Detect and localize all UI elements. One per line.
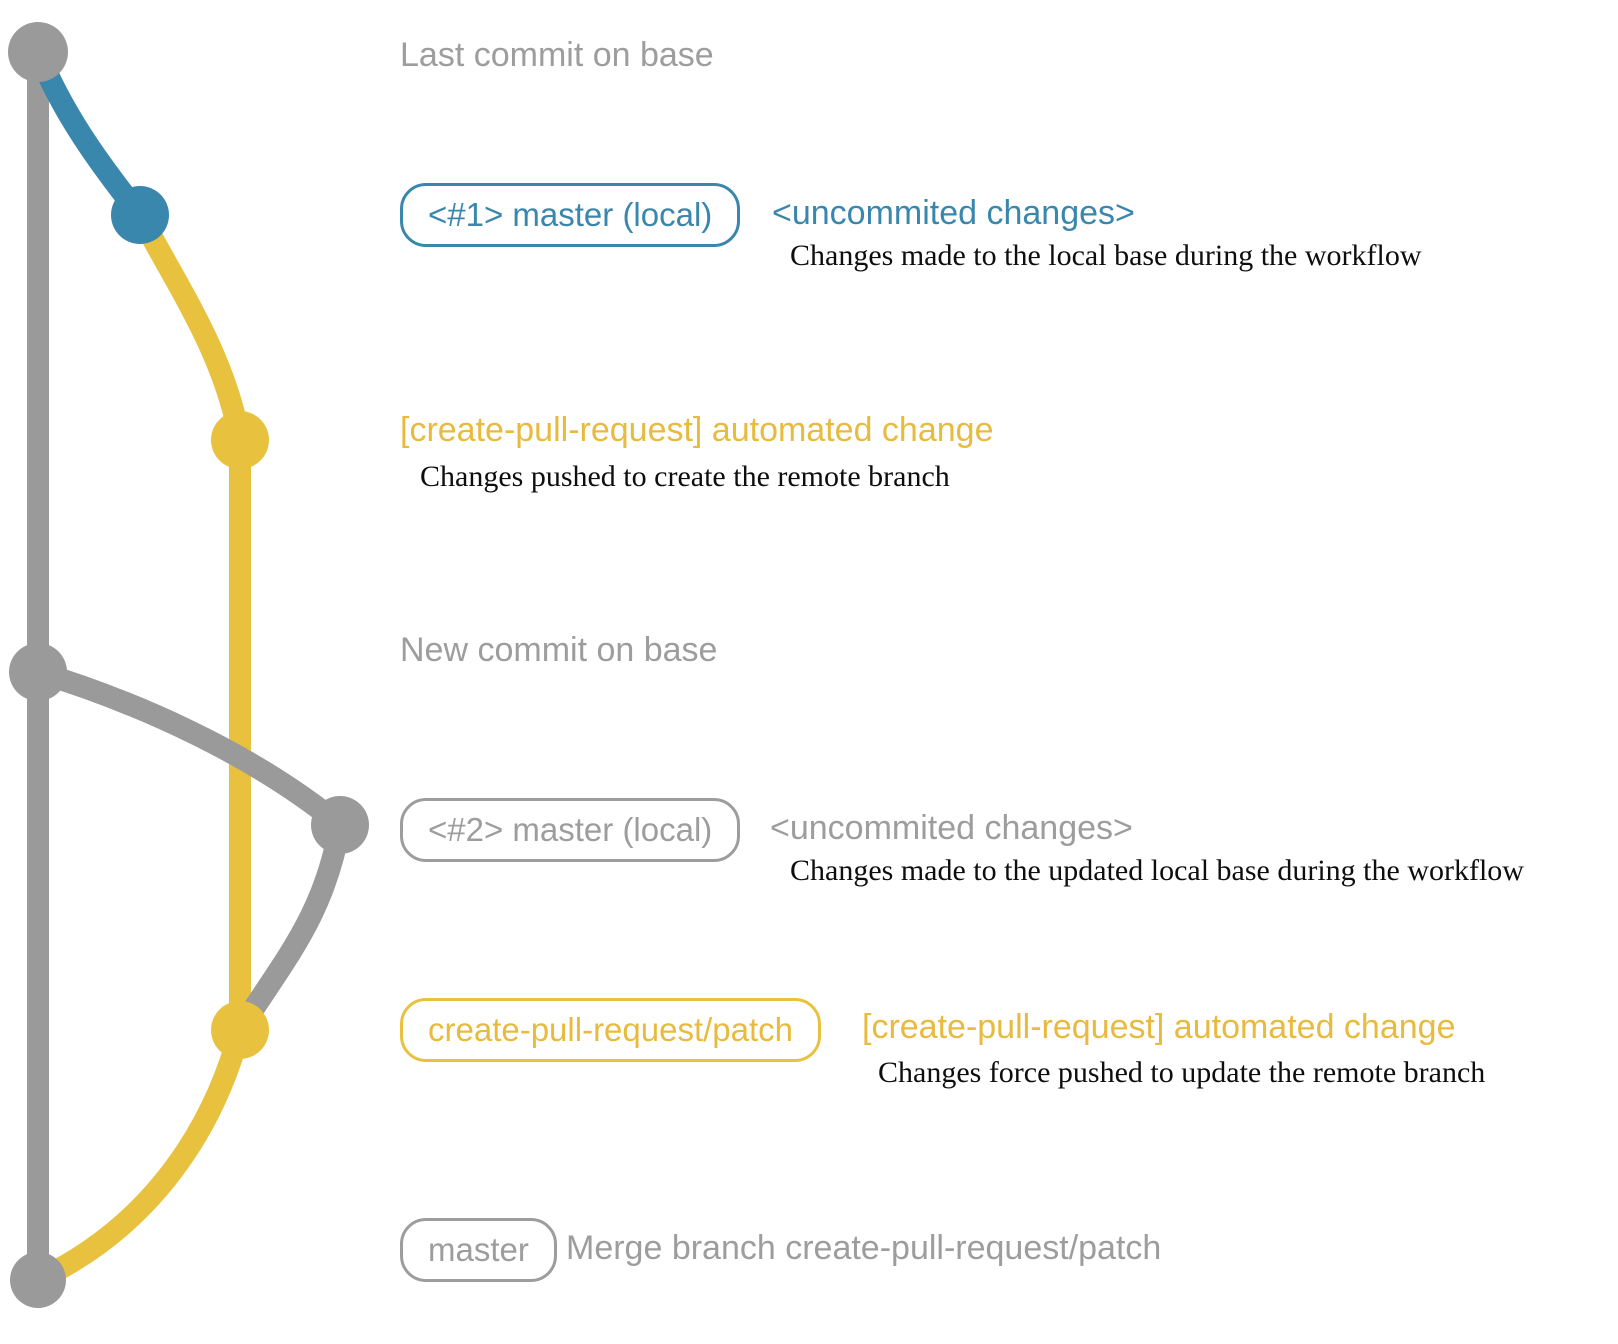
badge-master: master — [400, 1218, 557, 1282]
badge-patch-branch: create-pull-request/patch — [400, 998, 822, 1062]
badge-master-local-1: <#1> master (local) — [400, 183, 741, 247]
annotation-uncommited-2: <uncommited changes> — [770, 809, 1133, 847]
commit-node-local-1 — [111, 186, 169, 244]
last-commit-label: Last commit on base — [400, 36, 714, 74]
description-automated-change-1: Changes pushed to create the remote bran… — [420, 460, 950, 493]
annotation-uncommited-1: <uncommited changes> — [772, 194, 1135, 232]
commit-node-patch-push — [211, 411, 269, 469]
patch-merge-line — [27, 1019, 251, 1291]
new-commit-label: New commit on base — [400, 631, 718, 669]
patch-branch-line — [129, 204, 251, 1041]
annotation-automated-change-2: [create-pull-request] automated change — [862, 1008, 1456, 1046]
annotation-merge: Merge branch create-pull-request/patch — [566, 1229, 1162, 1267]
badge-master-local-2: <#2> master (local) — [400, 798, 741, 862]
annotation-automated-change-1: [create-pull-request] automated change — [400, 411, 994, 449]
description-uncommited-1: Changes made to the local base during th… — [790, 239, 1422, 272]
description-uncommited-2: Changes made to the updated local base d… — [790, 854, 1524, 887]
commit-node-patch-force — [211, 1001, 269, 1059]
commit-node-new-base — [9, 643, 67, 701]
local2-branch-line — [27, 661, 352, 1041]
commit-node-local-2 — [311, 796, 369, 854]
description-automated-change-2: Changes force pushed to update the remot… — [878, 1056, 1486, 1089]
commit-node-last-base — [8, 22, 68, 82]
commit-node-merge — [10, 1252, 66, 1308]
